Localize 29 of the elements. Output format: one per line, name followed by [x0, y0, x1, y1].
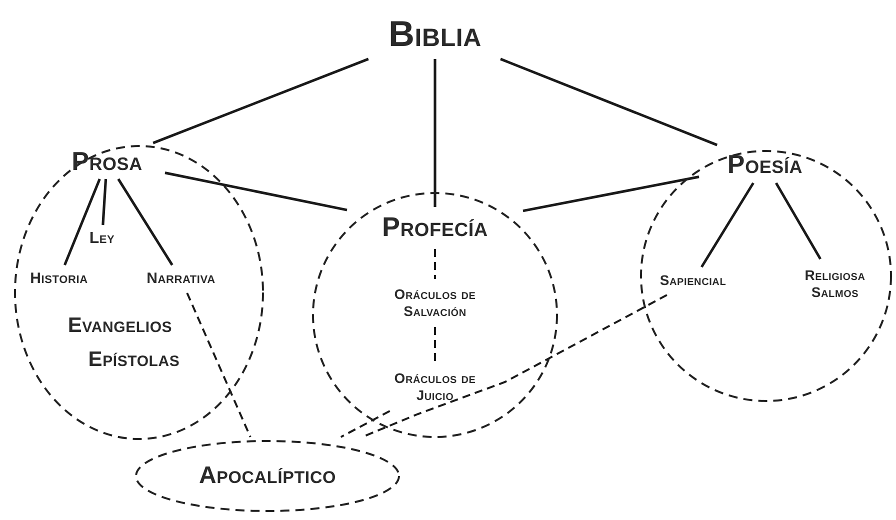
node-label: Oráculos de Salvación	[370, 282, 500, 324]
node-label: Oráculos de Juicio	[385, 366, 485, 408]
dashed-connector	[434, 249, 436, 279]
connector-line	[434, 59, 436, 207]
node-label: Sapiencial	[643, 270, 743, 292]
connector-line	[152, 58, 369, 144]
node-label: Profecía	[350, 210, 520, 246]
node-label: Epístolas	[72, 346, 196, 374]
connector-line	[102, 178, 108, 226]
node-label: Narrativa	[130, 268, 232, 290]
node-label: Ley	[80, 228, 124, 250]
connector-line	[700, 182, 754, 268]
dashed-connector	[186, 292, 252, 438]
node-label: Poesía	[702, 148, 828, 180]
connector-line	[164, 172, 348, 212]
connector-line	[774, 182, 822, 260]
node-label: Biblia	[360, 10, 510, 56]
node-label: Historia	[14, 268, 104, 290]
dashed-ellipse	[14, 145, 264, 440]
dashed-connector	[434, 327, 436, 363]
connector-line	[64, 178, 101, 266]
node-label: Prosa	[52, 146, 162, 176]
node-label: Evangelios	[50, 312, 190, 340]
connector-line	[500, 58, 718, 146]
node-label: Religiosa Salmos	[785, 262, 885, 306]
connector-line	[117, 178, 174, 266]
dashed-connector	[340, 410, 390, 438]
connector-line	[522, 176, 700, 212]
ellipse-node: Apocalíptico	[135, 440, 400, 512]
